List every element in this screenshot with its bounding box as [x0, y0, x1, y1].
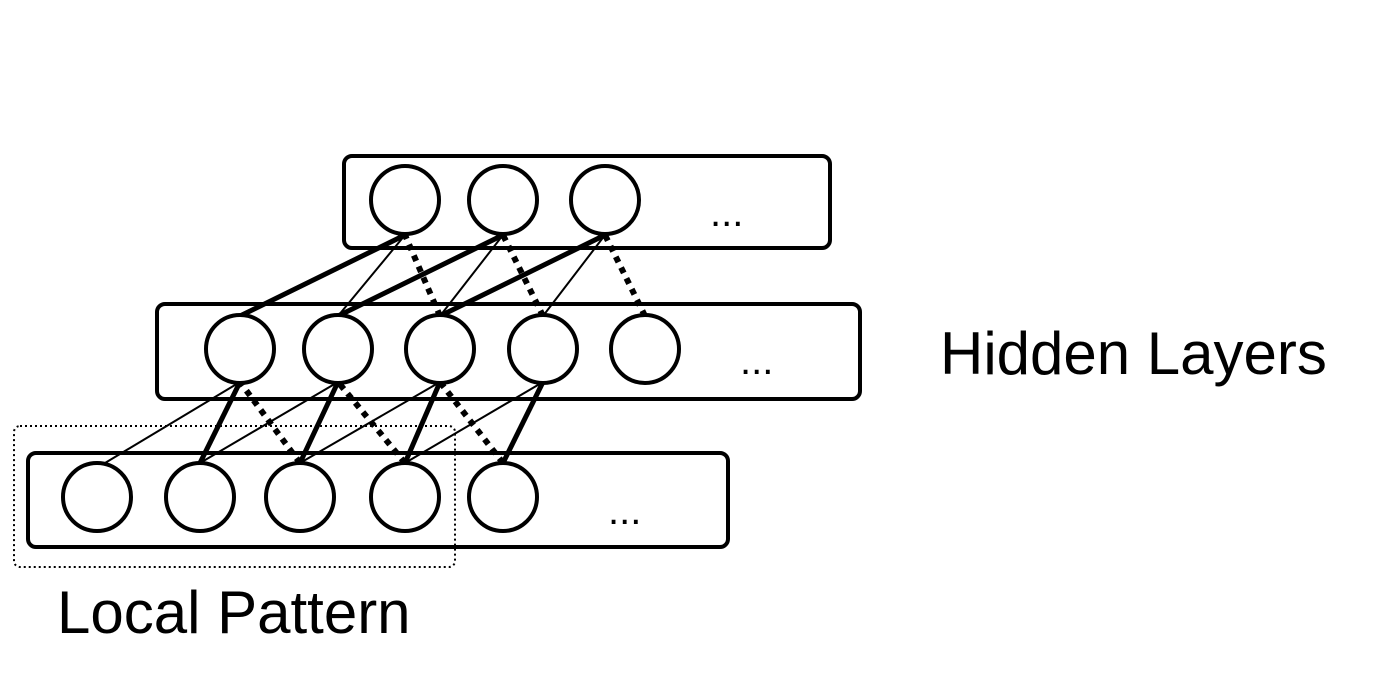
input-layer-box — [26, 451, 730, 549]
connection-thick — [197, 380, 243, 465]
node — [302, 313, 374, 385]
connection-dotted — [437, 380, 506, 465]
connection-thin — [199, 381, 339, 464]
node — [467, 461, 539, 533]
connection-dotted — [500, 233, 546, 318]
node — [369, 164, 441, 236]
node — [467, 164, 539, 236]
connection-thick — [336, 232, 505, 319]
connection-thin — [299, 381, 441, 464]
connection-dotted — [602, 233, 648, 318]
middle-to-top-connections — [238, 232, 648, 319]
input-layer-nodes — [61, 461, 539, 533]
node — [264, 461, 336, 533]
hidden-layers-label: Hidden Layers — [940, 320, 1327, 387]
connection-thick — [500, 380, 546, 465]
connection-thin — [404, 381, 544, 464]
node — [507, 313, 579, 385]
middle-layer-box — [155, 302, 862, 401]
node — [569, 164, 641, 236]
local-pattern-box — [13, 425, 456, 568]
node — [164, 461, 236, 533]
node — [369, 461, 441, 533]
top-layer-ellipsis: ... — [710, 191, 743, 235]
connection-thin — [542, 234, 606, 317]
node — [609, 313, 681, 385]
node — [404, 313, 476, 385]
node — [61, 461, 133, 533]
top-layer-box — [342, 154, 832, 250]
connection-thick — [297, 380, 341, 465]
top-layer-nodes — [369, 164, 641, 236]
connection-thick — [238, 232, 407, 319]
middle-layer-ellipsis: ... — [740, 339, 773, 383]
middle-layer-nodes — [204, 313, 681, 385]
connection-thin — [104, 381, 241, 464]
input-layer-ellipsis: ... — [608, 489, 641, 533]
local-pattern-label: Local Pattern — [57, 579, 411, 646]
input-to-middle-connections — [104, 380, 546, 465]
connection-dotted — [402, 233, 443, 318]
connection-thin — [439, 234, 504, 317]
connection-thick — [402, 381, 443, 464]
connection-thin — [337, 234, 406, 317]
node — [204, 313, 276, 385]
connection-thick — [438, 232, 607, 319]
